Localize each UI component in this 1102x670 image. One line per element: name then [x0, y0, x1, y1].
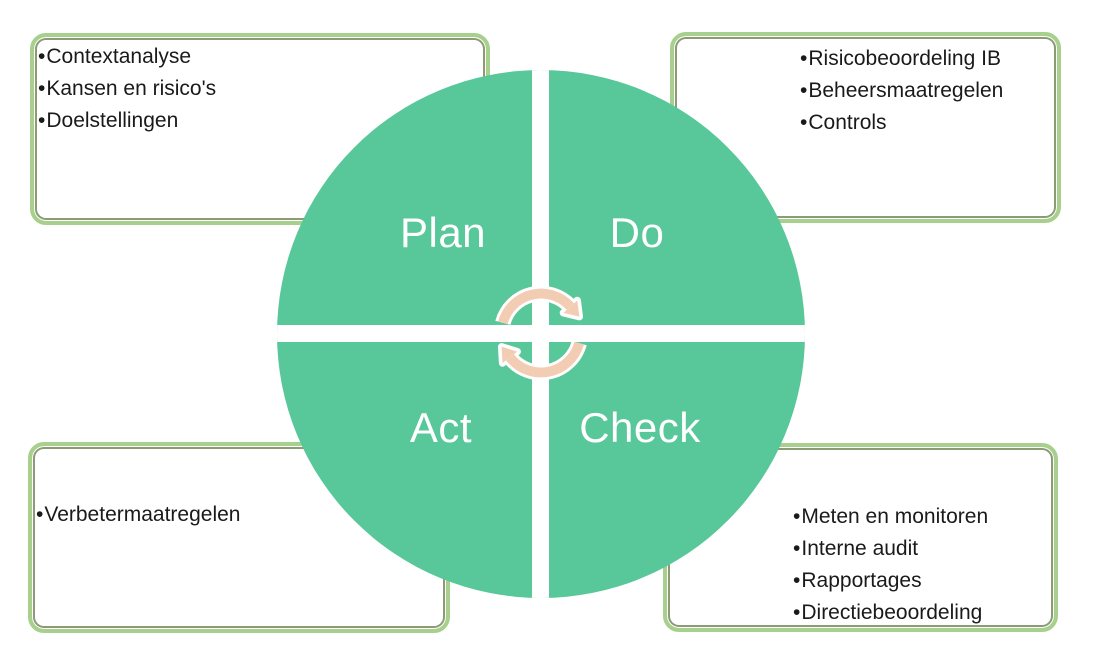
- bullet-icon: •: [793, 601, 801, 624]
- list-item-label: Doelstellingen: [46, 109, 179, 132]
- list-item-label: Meten en monitoren: [801, 505, 989, 528]
- bullet-icon: •: [36, 503, 44, 526]
- list-item: •Verbetermaatregelen: [36, 499, 438, 531]
- list-item-label: Verbetermaatregelen: [44, 503, 241, 526]
- callout-plan-list: •Contextanalyse •Kansen en risico's •Doe…: [34, 37, 486, 137]
- quadrant-label-check: Check: [579, 404, 701, 451]
- list-item: •Risicobeoordeling IB: [800, 43, 1053, 75]
- bullet-icon: •: [38, 45, 46, 68]
- list-item-label: Contextanalyse: [46, 45, 192, 68]
- list-item-label: Kansen en risico's: [46, 77, 217, 100]
- bullet-icon: •: [800, 79, 808, 102]
- list-item: •Directiebeoordeling: [793, 597, 1050, 629]
- list-item: •Contextanalyse: [38, 41, 478, 73]
- list-item-label: Risicobeoordeling IB: [808, 47, 1001, 70]
- cycle-arrows-icon: [495, 285, 587, 381]
- quadrant-label-act: Act: [409, 404, 473, 451]
- bullet-icon: •: [800, 47, 808, 70]
- callout-check-list: •Meten en monitoren •Interne audit •Rapp…: [667, 447, 1054, 629]
- list-item: •Controls: [800, 107, 1053, 139]
- quadrant-divider-horizontal: [277, 325, 805, 342]
- list-item: •Interne audit: [793, 533, 1050, 565]
- bullet-icon: •: [800, 111, 808, 134]
- bullet-icon: •: [38, 109, 46, 132]
- bullet-icon: •: [793, 569, 801, 592]
- list-item-label: Controls: [808, 111, 887, 134]
- quadrant-label-plan: Plan: [399, 209, 487, 256]
- list-item: •Kansen en risico's: [38, 73, 478, 105]
- list-item-label: Directiebeoordeling: [801, 601, 983, 624]
- callout-act-list: •Verbetermaatregelen: [32, 446, 446, 531]
- list-item-label: Beheersmaatregelen: [808, 79, 1004, 102]
- list-item: •Meten en monitoren: [793, 501, 1050, 533]
- list-item: •Rapportages: [793, 565, 1050, 597]
- list-item: •Beheersmaatregelen: [800, 75, 1053, 107]
- pdca-circle: [277, 70, 805, 598]
- list-item: •Doelstellingen: [38, 105, 478, 137]
- callout-do-list: •Risicobeoordeling IB •Beheersmaatregele…: [674, 36, 1057, 139]
- list-item-label: Rapportages: [801, 569, 922, 592]
- bullet-icon: •: [38, 77, 46, 100]
- bullet-icon: •: [793, 537, 801, 560]
- list-item-label: Interne audit: [801, 537, 919, 560]
- bullet-icon: •: [793, 505, 801, 528]
- quadrant-label-do: Do: [609, 209, 665, 256]
